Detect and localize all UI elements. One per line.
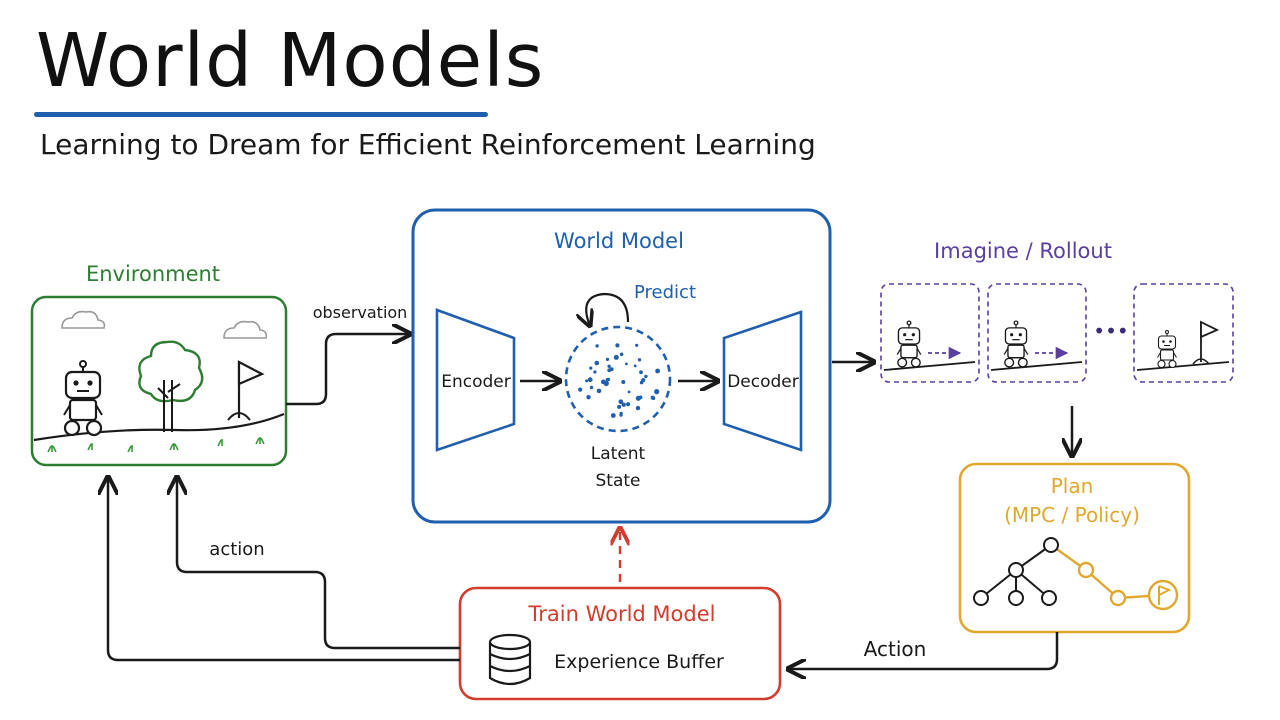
latent-point <box>639 370 643 375</box>
latent-point <box>610 413 616 418</box>
latent-point <box>605 357 610 361</box>
goal-flag-icon <box>1192 320 1220 365</box>
grass-tufts <box>47 437 265 453</box>
latent-point <box>655 368 660 374</box>
latent-state-circle <box>564 325 672 433</box>
goal-flag-icon <box>1158 585 1172 605</box>
latent-point <box>638 395 643 400</box>
latent-point <box>621 380 626 384</box>
latent-point <box>641 378 646 383</box>
latent-point <box>594 360 600 366</box>
latent-point <box>619 413 623 417</box>
cloud-icon <box>61 310 106 329</box>
latent-point <box>617 404 622 409</box>
latent-point <box>607 368 612 373</box>
rollout-frame <box>1133 283 1234 383</box>
train-world-model-node: Train World Model Experience Buffer <box>458 586 782 701</box>
experience-buffer-label: Experience Buffer <box>554 651 724 673</box>
latent-point <box>627 390 631 394</box>
latent-point <box>619 352 624 357</box>
page-title: World Models <box>36 18 545 104</box>
train-label: Train World Model <box>528 602 716 626</box>
observation-arrow <box>286 334 410 406</box>
train-frame <box>458 586 782 701</box>
latent-point <box>601 379 606 385</box>
latent-point <box>625 362 628 366</box>
rollout-frame <box>880 283 980 383</box>
ground-line <box>33 412 285 442</box>
latent-point <box>644 374 648 379</box>
latent-point <box>596 388 602 394</box>
plan-frame <box>958 462 1191 634</box>
latent-point <box>589 385 594 390</box>
latent-points <box>578 343 660 418</box>
latent-point <box>651 396 656 401</box>
latent-point <box>654 389 660 395</box>
latent-point <box>618 399 624 405</box>
environment-node: Environment <box>30 262 288 467</box>
plan-node: Plan (MPC / Policy) <box>958 462 1191 634</box>
latent-point <box>578 387 583 392</box>
world-model-node: World Model Encoder Decoder Predict Late… <box>411 208 832 524</box>
latent-point <box>595 344 599 348</box>
latent-point <box>607 364 611 368</box>
latent-point <box>593 370 597 374</box>
cloud-icon <box>223 320 268 339</box>
tree-icon <box>138 340 204 432</box>
goal-flag-icon <box>227 360 265 421</box>
plan-label-line2: (MPC / Policy) <box>1004 503 1140 527</box>
world-model-label: World Model <box>554 229 684 253</box>
latent-point <box>635 343 639 347</box>
database-icon <box>488 633 532 686</box>
environment-label: Environment <box>86 262 220 286</box>
latent-point <box>633 364 637 368</box>
predict-loop-arrow <box>586 292 630 326</box>
latent-point <box>626 402 631 407</box>
action-label-large: Action <box>864 637 927 661</box>
decoder-block <box>722 310 803 452</box>
latent-point <box>589 366 593 370</box>
rollout-frame <box>987 283 1087 383</box>
latent-point <box>621 402 626 407</box>
encoder-label: Encoder <box>441 372 511 392</box>
page-subtitle: Learning to Dream for Efficient Reinforc… <box>40 128 816 161</box>
decoder-label: Decoder <box>727 372 799 392</box>
encoder-block <box>435 308 516 452</box>
latent-point <box>615 343 620 348</box>
predict-label: Predict <box>634 282 696 303</box>
latent-point <box>635 405 641 411</box>
search-tree-icon <box>973 537 1179 611</box>
imagine-rollout-node: Imagine / Rollout ••• <box>880 239 1234 383</box>
latent-point <box>637 358 642 362</box>
latent-point <box>605 378 610 382</box>
imagine-label: Imagine / Rollout <box>934 239 1112 263</box>
latent-point <box>586 395 591 400</box>
action-label-small: action <box>209 539 264 560</box>
rollout-ellipsis: ••• <box>1093 319 1128 343</box>
latent-label-line1: Latent <box>591 444 646 464</box>
latent-point <box>587 377 593 383</box>
latent-label-line2: State <box>596 471 641 491</box>
title-underline <box>34 112 488 117</box>
observation-label: observation <box>313 303 408 322</box>
plan-to-train-arrow <box>788 632 1059 669</box>
action-arrow <box>177 477 460 650</box>
buffer-to-environment-arrow <box>108 477 460 662</box>
latent-point <box>585 379 589 383</box>
plan-label-line1: Plan <box>1051 474 1094 498</box>
latent-point <box>613 354 619 360</box>
